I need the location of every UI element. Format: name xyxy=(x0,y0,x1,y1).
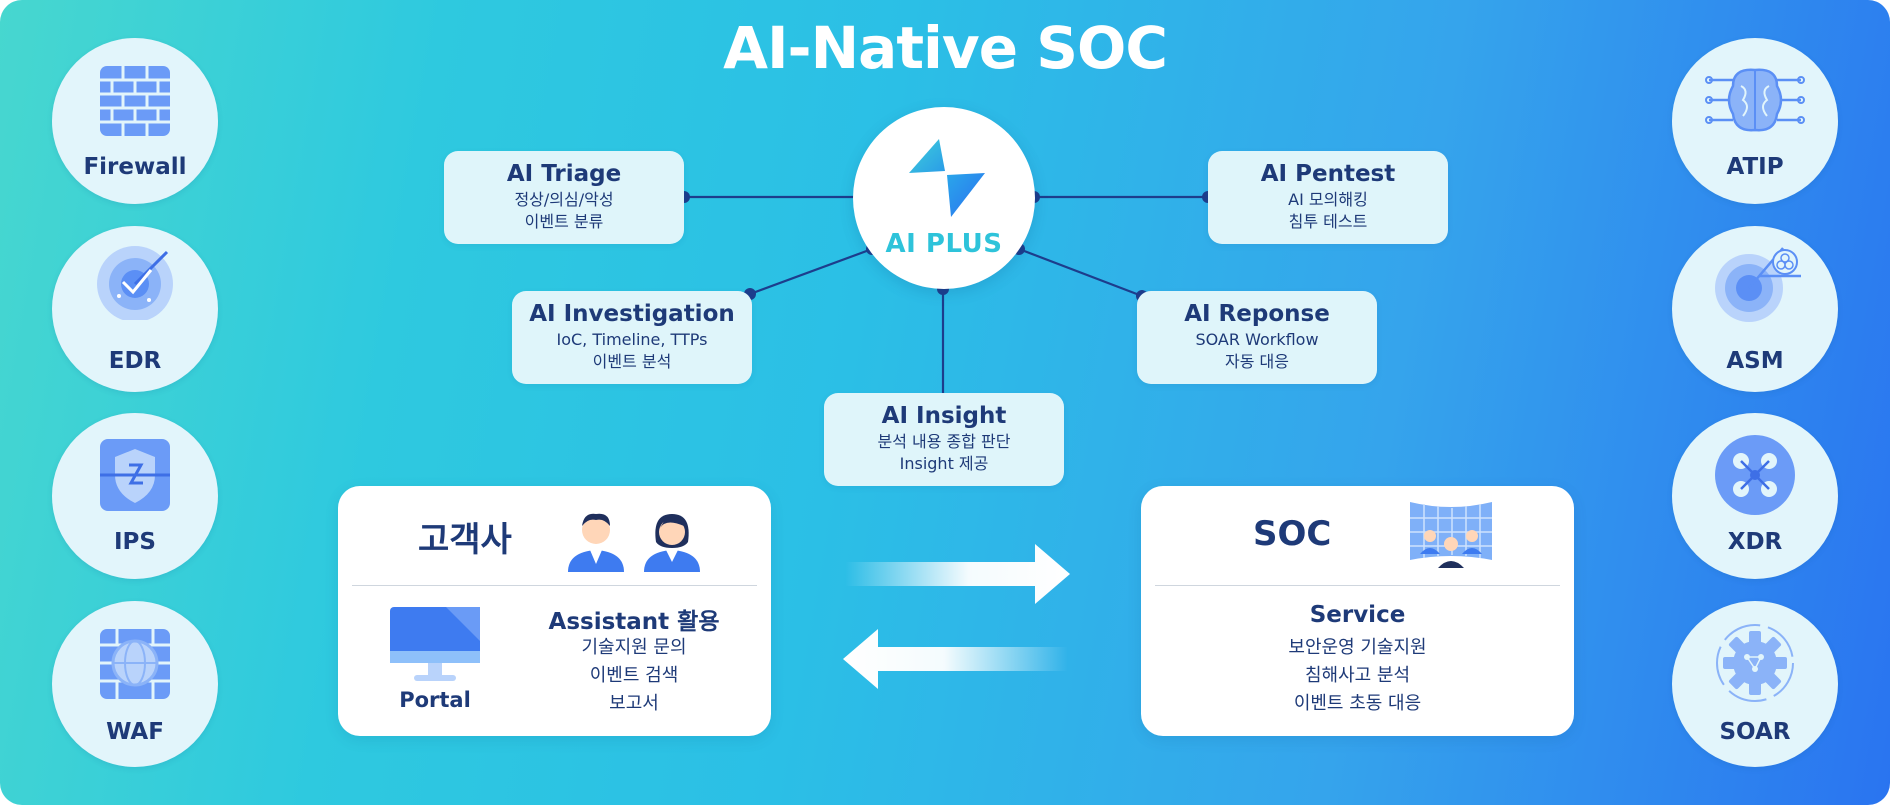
assistant-item: 보고서 xyxy=(609,693,659,714)
customer-panel: 고객사 Portal As xyxy=(338,486,771,736)
assistant-item: 기술지원 문의 xyxy=(581,637,687,658)
ai-pentest-box: AI Pentest AI 모의해킹 침투 테스트 xyxy=(1208,151,1448,244)
module-line: 이벤트 분석 xyxy=(592,352,672,371)
diagram-title: AI-Native SOC xyxy=(723,14,1168,82)
tool-label: ASM xyxy=(1726,348,1784,374)
assistant-title: Assistant 활용 xyxy=(548,609,720,635)
ai-brain-icon xyxy=(1705,60,1805,140)
panel-divider xyxy=(1155,585,1560,586)
arrow-right xyxy=(845,544,1070,604)
panel-divider xyxy=(352,585,757,586)
shield-icon xyxy=(85,435,185,515)
ai-investigation-box: AI Investigation IoC, Timeline, TTPs 이벤트… xyxy=(512,291,752,384)
tool-label: EDR xyxy=(108,348,162,374)
module-line: 이벤트 분류 xyxy=(524,212,604,231)
monitor-icon xyxy=(390,607,480,685)
module-line: 자동 대응 xyxy=(1225,352,1289,371)
firewall-icon xyxy=(85,60,185,140)
module-line: IoC, Timeline, TTPs xyxy=(556,330,708,349)
ai-plus-logo-icon xyxy=(899,131,991,223)
arrow-left xyxy=(843,629,1068,689)
customer-people-icon xyxy=(566,508,702,572)
portal-label: Portal xyxy=(399,688,471,712)
gear-icon xyxy=(1705,623,1805,703)
module-title: AI Reponse xyxy=(1184,301,1330,327)
radar-icon xyxy=(85,240,185,320)
module-line: Insight 제공 xyxy=(899,454,989,473)
tool-edr: EDR xyxy=(52,226,218,392)
soc-operators-icon xyxy=(1408,498,1494,572)
hub-label: AI PLUS xyxy=(885,229,1003,259)
tool-label: Firewall xyxy=(83,154,187,180)
link-investigation xyxy=(749,247,873,296)
tool-waf: WAF xyxy=(52,601,218,767)
service-item: 이벤트 초동 대응 xyxy=(1293,693,1422,714)
tool-label: ATIP xyxy=(1726,154,1784,180)
module-line: AI 모의해킹 xyxy=(1288,190,1368,209)
module-title: AI Triage xyxy=(506,161,622,187)
module-line: 정상/의심/악성 xyxy=(514,190,614,209)
tool-asm: ASM xyxy=(1672,226,1838,392)
soc-title: SOC xyxy=(1253,514,1332,554)
module-line: 분석 내용 종합 판단 xyxy=(877,432,1011,451)
ai-insight-box: AI Insight 분석 내용 종합 판단 Insight 제공 xyxy=(824,393,1064,486)
tool-soar: SOAR xyxy=(1672,601,1838,767)
service-title: Service xyxy=(1309,602,1406,628)
soc-panel: SOC Service 보안운영 기술지원 침해사고 분석 이벤트 초동 대응 xyxy=(1141,486,1574,736)
tool-xdr: XDR xyxy=(1672,413,1838,579)
service-item: 침해사고 분석 xyxy=(1304,665,1411,686)
tool-label: XDR xyxy=(1727,529,1783,555)
web-firewall-icon xyxy=(85,623,185,703)
tool-label: IPS xyxy=(114,529,156,555)
module-line: SOAR Workflow xyxy=(1195,330,1319,349)
tool-label: SOAR xyxy=(1719,719,1791,745)
tool-ips: IPS xyxy=(52,413,218,579)
tool-firewall: Firewall xyxy=(52,38,218,204)
ai-plus-hub: AI PLUS xyxy=(853,107,1035,289)
assistant-item: 이벤트 검색 xyxy=(589,665,679,686)
tool-atip: ATIP xyxy=(1672,38,1838,204)
link-response xyxy=(1018,247,1143,298)
module-title: AI Pentest xyxy=(1260,161,1396,187)
service-item: 보안운영 기술지원 xyxy=(1288,637,1427,658)
ai-response-box: AI Reponse SOAR Workflow 자동 대응 xyxy=(1137,291,1377,384)
tool-label: WAF xyxy=(106,719,164,745)
module-title: AI Insight xyxy=(881,403,1007,429)
customer-title: 고객사 xyxy=(418,520,512,560)
module-line: 침투 테스트 xyxy=(1288,212,1368,231)
xdr-icon xyxy=(1705,435,1805,515)
target-icon xyxy=(1705,242,1805,322)
module-title: AI Investigation xyxy=(529,301,735,327)
ai-triage-box: AI Triage 정상/의심/악성 이벤트 분류 xyxy=(444,151,684,244)
